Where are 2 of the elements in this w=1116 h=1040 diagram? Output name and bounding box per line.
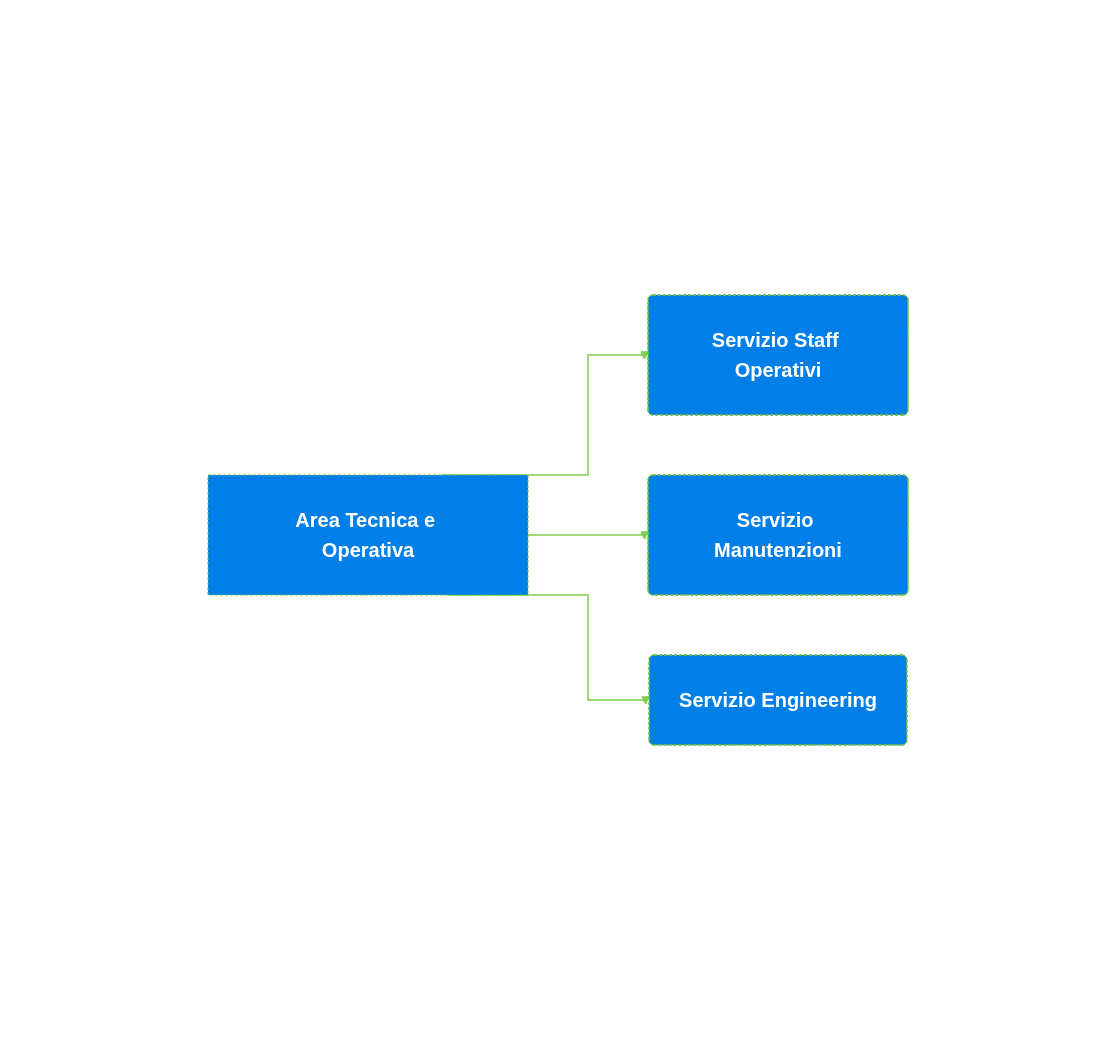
arrow: [527, 531, 649, 540]
node-box: Area Tecnica e Operativa: [207, 474, 529, 596]
